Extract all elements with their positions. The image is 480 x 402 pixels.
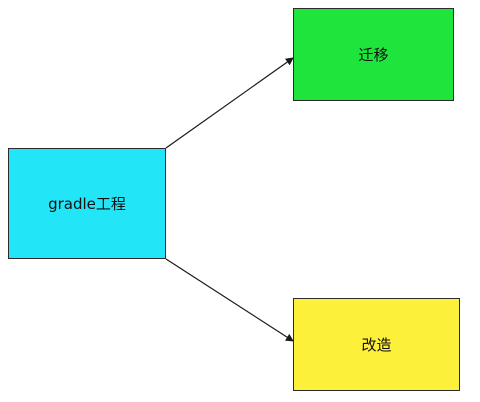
arrow-to-refactor: [165, 258, 294, 342]
refactor-node-label: 改造: [361, 336, 392, 354]
arrow-to-migrate: [165, 57, 294, 149]
source-node-label: gradle工程: [48, 195, 126, 213]
target-node-refactor[interactable]: 改造: [293, 298, 460, 391]
source-node-gradle-project[interactable]: gradle工程: [8, 148, 166, 259]
migrate-node-label: 迁移: [358, 46, 389, 64]
target-node-migrate[interactable]: 迁移: [293, 8, 454, 101]
